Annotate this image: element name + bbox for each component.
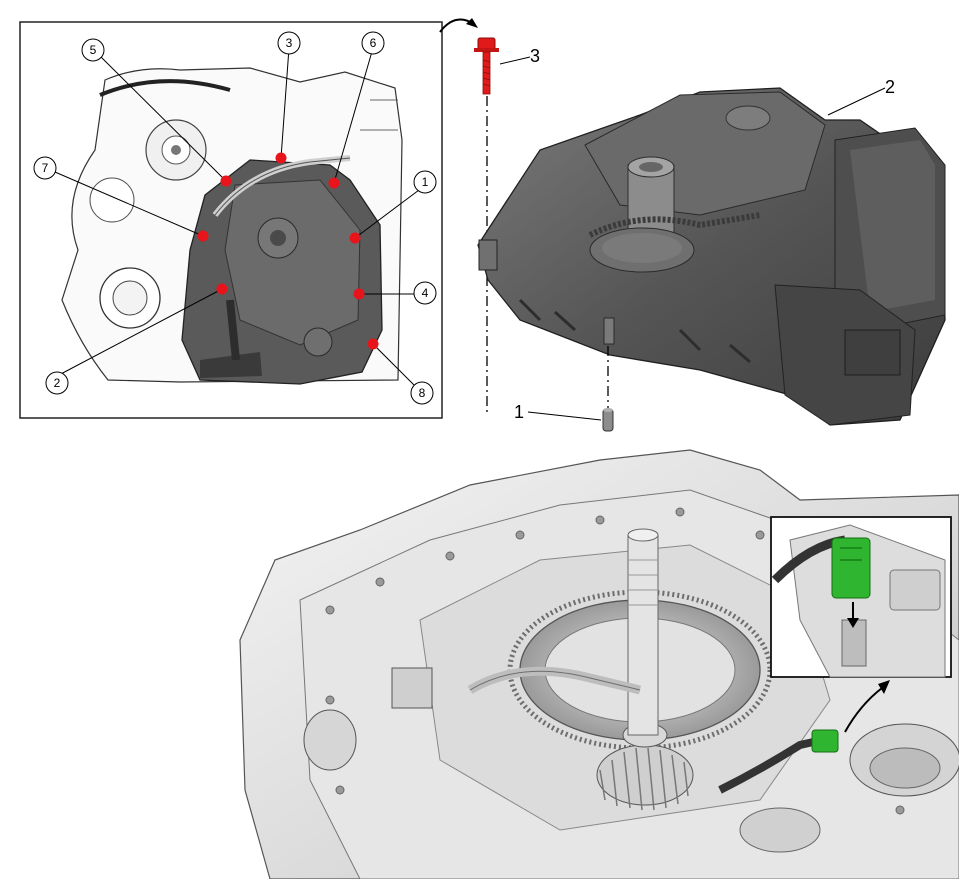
svg-text:3: 3 [286, 36, 293, 50]
svg-text:4: 4 [422, 286, 429, 300]
callout-1: 1 [413, 170, 437, 194]
inset-leader-lines [54, 47, 424, 392]
label-dowel-pin: 1 [514, 402, 524, 422]
callout-7: 7 [33, 156, 57, 180]
callout-8: 8 [410, 381, 434, 405]
bolt-icon [474, 37, 499, 95]
svg-text:7: 7 [42, 161, 49, 175]
callout-6: 6 [361, 31, 385, 55]
connector-detail-icon [831, 537, 871, 599]
svg-text:5: 5 [90, 43, 97, 57]
bolt-point-5 [220, 175, 232, 187]
detail-arrow [844, 687, 883, 733]
callout-4: 4 [413, 281, 437, 305]
dowel-pin-icon [602, 408, 614, 432]
callout-2: 2 [45, 371, 69, 395]
svg-text:1: 1 [422, 175, 429, 189]
bolt-point-4 [353, 288, 365, 300]
bolt-point-6 [328, 177, 340, 189]
bolt-point-8 [367, 338, 379, 350]
callout-3: 3 [277, 31, 301, 55]
bolt-location-dots [197, 152, 379, 350]
svg-text:8: 8 [419, 386, 426, 400]
inset-callouts: 5 3 6 7 1 4 2 8 [33, 31, 437, 405]
bolt-point-1 [349, 232, 361, 244]
bolt-point-2 [216, 283, 228, 295]
connector-detail-inset [770, 516, 952, 678]
bolt-point-7 [197, 230, 209, 242]
bolt-point-3 [275, 152, 287, 164]
svg-text:6: 6 [370, 36, 377, 50]
callout-5: 5 [81, 38, 105, 62]
svg-text:2: 2 [54, 376, 61, 390]
valve-body-component [477, 87, 946, 426]
label-valve-body: 2 [885, 77, 895, 97]
inset-view [19, 21, 443, 419]
label-bolt: 3 [530, 46, 540, 66]
connector-icon [811, 729, 839, 753]
